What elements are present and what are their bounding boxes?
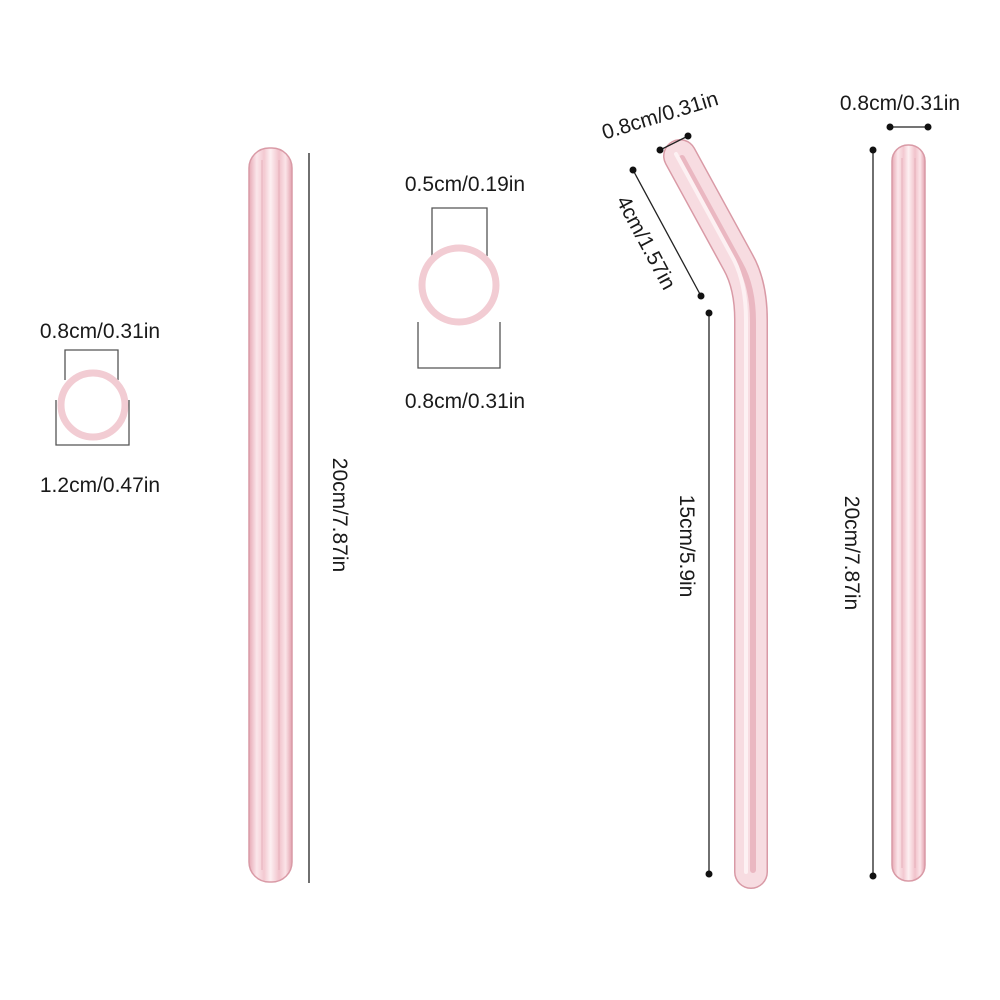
large-section-inner-label: 0.5cm/0.19in <box>405 173 525 196</box>
bent-straw-short-dot-a <box>629 166 637 174</box>
straight-straw-right: 0.8cm/0.31in 20cm/7.87in <box>840 92 960 882</box>
small-section-inner-label: 0.8cm/0.31in <box>40 320 160 343</box>
cross-section-small: 0.8cm/0.31in 1.2cm/0.47in <box>40 320 160 497</box>
straight-straw-right-diameter-dot-b <box>924 123 932 131</box>
bent-straw-diameter-label: 0.8cm/0.31in <box>599 87 721 144</box>
straight-straw-right-diameter-dot-a <box>886 123 894 131</box>
small-section-outer-label: 1.2cm/0.47in <box>40 474 160 497</box>
bent-straw-diameter-dot-a <box>656 146 664 154</box>
bent-straw-short-segment-label: 4cm/1.57in <box>611 192 680 294</box>
large-section-outer-label: 0.8cm/0.31in <box>405 390 525 413</box>
bent-straw-long-dot-a <box>705 309 713 317</box>
bent-straw-short-segment-line <box>632 169 702 297</box>
large-outer-bracket <box>417 322 501 369</box>
straight-straw-right-length-label: 20cm/7.87in <box>840 496 863 610</box>
bent-straw: 0.8cm/0.31in 4cm/1.57in 15cm/5.9in <box>599 87 768 889</box>
straight-straw-right-length-dot-a <box>869 146 877 154</box>
straight-straw-left-body <box>248 147 293 883</box>
bent-straw-inner-wall <box>679 155 756 873</box>
cross-section-large: 0.5cm/0.19in 0.8cm/0.31in <box>405 173 525 413</box>
large-inner-bracket <box>431 207 488 256</box>
bent-straw-diameter-line <box>659 135 689 151</box>
straight-straw-left: 20cm/7.87in <box>248 147 351 883</box>
small-outer-bracket <box>55 400 130 446</box>
small-inner-bracket <box>64 349 119 380</box>
small-straw-ring <box>57 369 129 441</box>
straight-straw-right-diameter-label: 0.8cm/0.31in <box>840 92 960 115</box>
bent-straw-short-dot-b <box>697 292 705 300</box>
bent-straw-long-dot-b <box>705 870 713 878</box>
straight-straw-right-length-dot-b <box>869 872 877 880</box>
large-straw-ring <box>418 244 500 326</box>
bent-straw-diameter-dot-b <box>684 132 692 140</box>
straight-straw-left-length-label: 20cm/7.87in <box>328 458 351 572</box>
bent-straw-highlight <box>674 152 748 874</box>
straight-straw-right-body <box>891 144 926 882</box>
bent-straw-long-segment-label: 15cm/5.9in <box>675 495 698 598</box>
